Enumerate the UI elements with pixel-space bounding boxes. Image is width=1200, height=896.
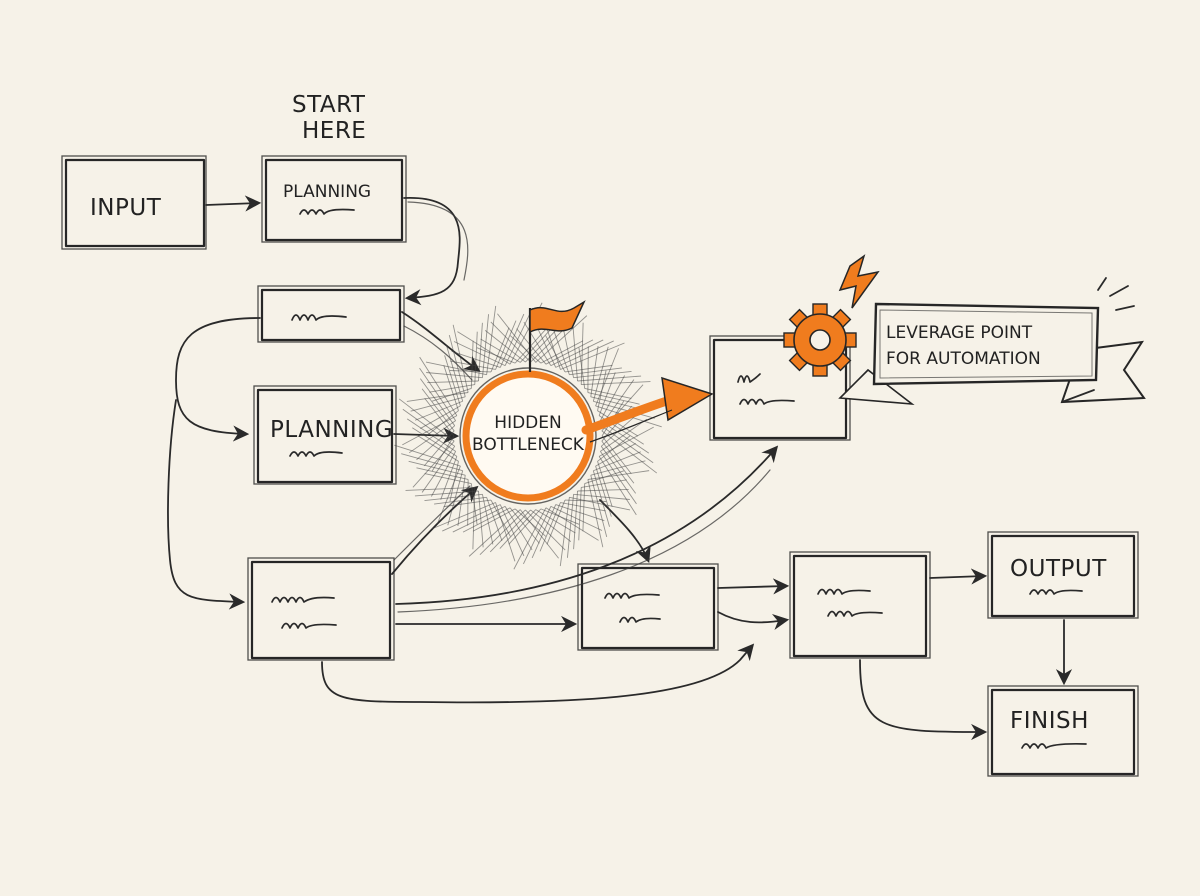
emphasis-mark [1115,305,1135,311]
start-note-line1: START [292,92,366,118]
finish-label: FINISH [1010,708,1089,734]
start-note-line2: HERE [302,118,366,144]
scribble-text [817,588,871,595]
arrow-task-3-to-task-4 [717,578,790,595]
orange-arrow [581,376,714,443]
scribble-text [1021,742,1087,749]
planning-mid-label: PLANNING [270,417,393,443]
output-label: OUTPUT [1010,556,1107,582]
scribble-text [299,208,355,215]
connectors [167,195,1073,741]
planning-mid-box: PLANNING [253,385,397,485]
input-box: INPUT [61,155,207,250]
emphasis-mark [1109,285,1129,297]
arrow-task-2-to-task-4 [321,643,755,704]
arrow-planning-to-task [403,197,461,306]
banner-line2: FOR AUTOMATION [886,349,1041,369]
automation-banner: LEVERAGE POINT FOR AUTOMATION [838,277,1146,406]
flag-icon [528,300,586,372]
bottleneck-halo [394,302,662,570]
sketch-line [407,201,469,281]
arrow-to-bottleneck-2 [393,427,460,444]
scribble-text [271,596,335,603]
sketch-line [403,325,473,381]
gear-icon [783,303,857,377]
scribble-text [281,622,337,629]
start-note: START HERE [292,92,366,144]
task-box-4 [789,551,931,659]
arrow-task-to-planning [175,317,261,442]
scribble-text [737,373,761,383]
planning-top-label: PLANNING [283,182,371,202]
lightning-icon [838,254,880,309]
arrow-bottleneck-to-task-3 [599,499,651,564]
arrow-task-3-to-task-4-b [717,611,790,630]
arrow-task-2-to-automation [395,445,779,605]
arrow-to-bottleneck-1 [401,311,481,372]
bottleneck-node: HIDDEN BOTTLENECK [459,367,597,505]
scribble-text [604,592,660,599]
input-label: INPUT [90,195,162,221]
task-box-2 [247,557,395,661]
arrow-input-to-planning [205,195,262,212]
output-box: OUTPUT [987,531,1139,619]
arrow-to-bottleneck-3 [391,485,479,575]
task-box-3 [577,563,719,651]
banner-line1: LEVERAGE POINT [886,323,1033,343]
planning-top-box: PLANNING [261,155,407,243]
scribble-text [289,451,343,457]
scribble-text [291,314,347,321]
bottleneck-line1: HIDDEN [494,413,561,433]
finish-box: FINISH [987,685,1139,777]
scribble-text [827,610,883,617]
scribble-text [739,398,795,405]
arrow-task-4-to-finish [859,659,988,741]
scribble-text [1029,589,1083,595]
scribble-text [619,616,661,623]
task-box-1 [257,285,405,343]
arrow-to-task-2 [167,399,246,610]
emphasis-mark [1097,277,1107,291]
sketch-line [397,469,771,613]
arrow-task-4-to-output [929,568,988,585]
bottleneck-line2: BOTTLENECK [472,435,585,455]
